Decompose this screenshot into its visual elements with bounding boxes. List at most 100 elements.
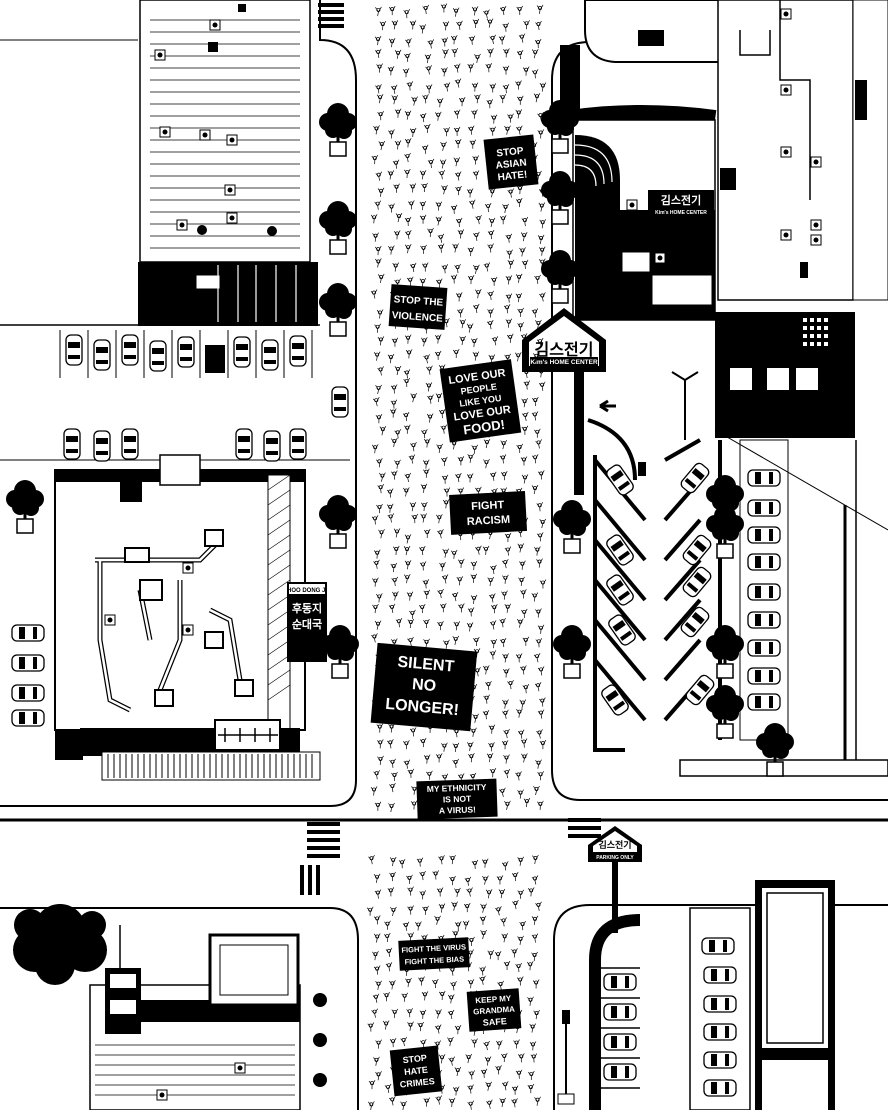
- crowd-figure-icon: [479, 975, 486, 985]
- crowd-figure-icon: [537, 368, 545, 378]
- crowd-figure-icon: [501, 933, 509, 943]
- crowd-figure-icon: [377, 273, 385, 284]
- crowd-figure-icon: [423, 589, 431, 599]
- crowd-figure-icon: [375, 258, 382, 268]
- crowd-figure-icon: [502, 699, 509, 709]
- crowd-figure-icon: [522, 636, 530, 646]
- arrow-left-icon: [599, 399, 616, 413]
- crowd-figure-icon: [371, 1008, 378, 1018]
- crowd-figure-icon: [382, 1020, 390, 1030]
- crowd-figure-icon: [373, 873, 381, 883]
- crowd-figure-icon: [452, 742, 460, 753]
- restaurant-name: HOO DONG JI: [287, 588, 327, 594]
- crowd-figure-icon: [483, 694, 490, 704]
- crowd-figure-icon: [419, 870, 426, 881]
- crowd-figure-icon: [485, 680, 492, 691]
- crowd-figure-icon: [403, 545, 411, 556]
- crowd-figure-icon: [422, 579, 430, 589]
- crowd-figure-icon: [473, 636, 480, 647]
- crowd-figure-icon: [452, 758, 459, 769]
- crowd-figure-icon: [404, 534, 412, 544]
- tree-icon: [13, 904, 107, 985]
- crowd-figure-icon: [391, 576, 399, 586]
- crowd-figure-icon: [394, 429, 401, 439]
- restaurant-menu: 순대국: [292, 617, 322, 631]
- crowd-figure-icon: [372, 951, 379, 961]
- pylon-english-name: Kim's HOME CENTER: [530, 359, 598, 366]
- crowd-figure-icon: [472, 155, 479, 165]
- crowd-figure-icon: [531, 951, 538, 962]
- crowd-figure-icon: [489, 593, 496, 603]
- crowd-figure-icon: [439, 603, 447, 613]
- crowd-figure-icon: [537, 129, 545, 139]
- crowd-figure-icon: [532, 396, 539, 407]
- crowd-figure-icon: [521, 425, 529, 435]
- crowd-figure-icon: [467, 125, 475, 135]
- svg-text:CRIMES: CRIMES: [399, 1076, 435, 1090]
- crowd-figure-icon: [500, 440, 508, 450]
- crowd-figure-icon: [373, 351, 381, 361]
- crowd-figure-icon: [466, 473, 474, 483]
- crowd-figure-icon: [454, 921, 462, 931]
- crowd-figure-icon: [502, 558, 509, 569]
- crowd-figure-icon: [441, 67, 448, 77]
- crowd-figure-icon: [438, 408, 446, 419]
- crowd-figure-icon: [419, 1009, 427, 1019]
- crowd-figure-icon: [537, 111, 544, 122]
- crowd-figure-icon: [378, 529, 385, 539]
- crowd-figure-icon: [517, 856, 524, 866]
- crowd-figure-icon: [406, 874, 413, 884]
- crowd-figure-icon: [425, 84, 433, 94]
- crowd-figure-icon: [530, 1053, 538, 1063]
- crowd-figure-icon: [464, 876, 472, 886]
- crowd-figure-icon: [400, 1036, 407, 1047]
- car-icon: [747, 611, 781, 629]
- crowd-figure-icon: [387, 353, 395, 364]
- crowd-figure-icon: [522, 411, 529, 422]
- crowd-figure-icon: [368, 855, 375, 865]
- crowd-figure-icon: [523, 20, 530, 30]
- crowd-figure-icon: [449, 875, 456, 886]
- crowd-figure-icon: [533, 652, 541, 663]
- crowd-figure-icon: [421, 991, 429, 1001]
- crowd-figure-icon: [474, 288, 482, 299]
- crowd-figure-icon: [515, 273, 523, 283]
- car-icon: [235, 428, 253, 460]
- restaurant-sign: [287, 582, 327, 662]
- crowd-figure-icon: [375, 84, 382, 94]
- crowd-figure-icon: [443, 639, 450, 649]
- crowd-figure-icon: [384, 1083, 392, 1093]
- car-icon: [703, 1051, 737, 1069]
- crowd-figure-icon: [520, 738, 528, 748]
- crowd-figure-icon: [490, 276, 498, 286]
- crowd-figure-icon: [435, 1009, 442, 1019]
- crowd-figure-icon: [489, 83, 497, 93]
- crowd-figure-icon: [539, 82, 547, 92]
- crowd-figure-icon: [401, 992, 408, 1002]
- crowd-figure-icon: [375, 980, 382, 990]
- crowd-figure-icon: [514, 352, 522, 362]
- crowd-figure-icon: [538, 187, 546, 197]
- crowd-figure-icon: [468, 199, 476, 209]
- crowd-figure-icon: [388, 802, 395, 813]
- crowd-figure-icon: [406, 591, 414, 601]
- crowd-figure-icon: [403, 759, 411, 769]
- crowd-figure-icon: [409, 183, 417, 193]
- crowd-figure-icon: [507, 188, 514, 198]
- crowd-figure-icon: [455, 217, 463, 227]
- crowd-figure-icon: [375, 171, 383, 181]
- crowd-figure-icon: [489, 188, 496, 198]
- crowd-figure-icon: [466, 323, 474, 333]
- svg-text:HATE!: HATE!: [497, 169, 528, 183]
- crowd-figure-icon: [421, 262, 429, 272]
- crowd-figure-icon: [377, 366, 384, 376]
- crowd-figure-icon: [406, 81, 414, 91]
- crowd-figure-icon: [419, 561, 427, 571]
- crowd-figure-icon: [436, 514, 443, 524]
- crowd-figure-icon: [531, 411, 539, 421]
- crowd-figure-icon: [376, 458, 383, 468]
- protest-sign-stop-hate-crimes: STOP HATE CRIMES: [389, 1045, 443, 1097]
- crowd-figure-icon: [537, 666, 545, 676]
- crowd-figure-icon: [501, 1081, 509, 1091]
- parking-sign-korean: 김스전기: [598, 839, 631, 850]
